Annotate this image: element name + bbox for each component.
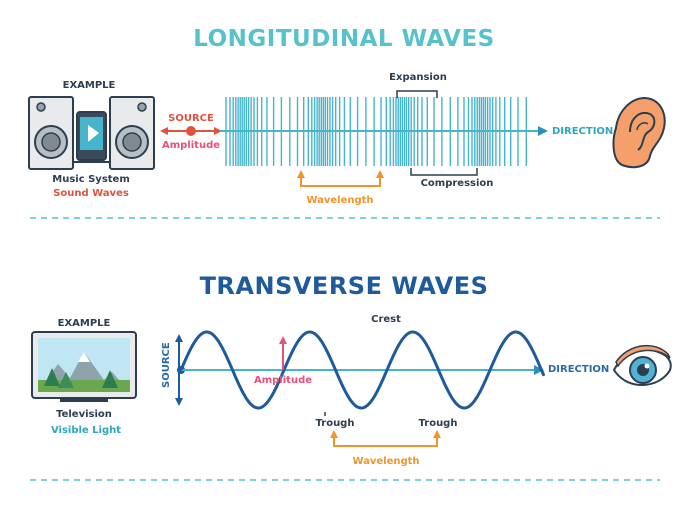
longitudinal-amplitude-label: Amplitude: [161, 140, 221, 151]
longitudinal-wavelength-label: Wavelength: [306, 195, 374, 206]
ear-icon: [612, 96, 666, 169]
trough-label-2: Trough: [418, 418, 458, 429]
longitudinal-example-label: EXAMPLE: [62, 80, 116, 91]
transverse-source-label: SOURCE: [161, 342, 172, 388]
transverse-title: TRANSVERSE WAVES: [199, 272, 489, 300]
trough-label-1: Trough: [315, 418, 355, 429]
transverse-source-name: Television: [56, 409, 112, 420]
television-icon: [31, 331, 137, 402]
compression-label: Compression: [420, 178, 494, 189]
compression-bracket: [410, 168, 478, 176]
longitudinal-direction-label: DIRECTION: [552, 126, 614, 137]
eye-icon: [612, 344, 672, 386]
longitudinal-source-label: SOURCE: [168, 113, 214, 124]
longitudinal-source-wave: Sound Waves: [53, 188, 129, 199]
transverse-wavelength-label: Wavelength: [352, 456, 420, 467]
transverse-amplitude-label: Amplitude: [253, 375, 313, 386]
transverse-example-label: EXAMPLE: [57, 318, 111, 329]
transverse-wave: [179, 330, 546, 410]
transverse-direction-arrow: [534, 365, 544, 375]
wavelength-bracket-transverse: [333, 434, 438, 447]
crest-label: Crest: [371, 314, 401, 325]
longitudinal-direction-arrow: [538, 126, 548, 136]
expansion-bracket: [396, 90, 438, 98]
longitudinal-title: LONGITUDINAL WAVES: [193, 26, 495, 52]
longitudinal-source-name: Music System: [52, 174, 130, 185]
transverse-source-wave: Visible Light: [50, 425, 122, 436]
expansion-label: Expansion: [389, 72, 447, 83]
transverse-direction-label: DIRECTION: [548, 364, 610, 375]
music-system-icon: [28, 96, 155, 170]
wavelength-bracket-longitudinal: [300, 174, 381, 187]
